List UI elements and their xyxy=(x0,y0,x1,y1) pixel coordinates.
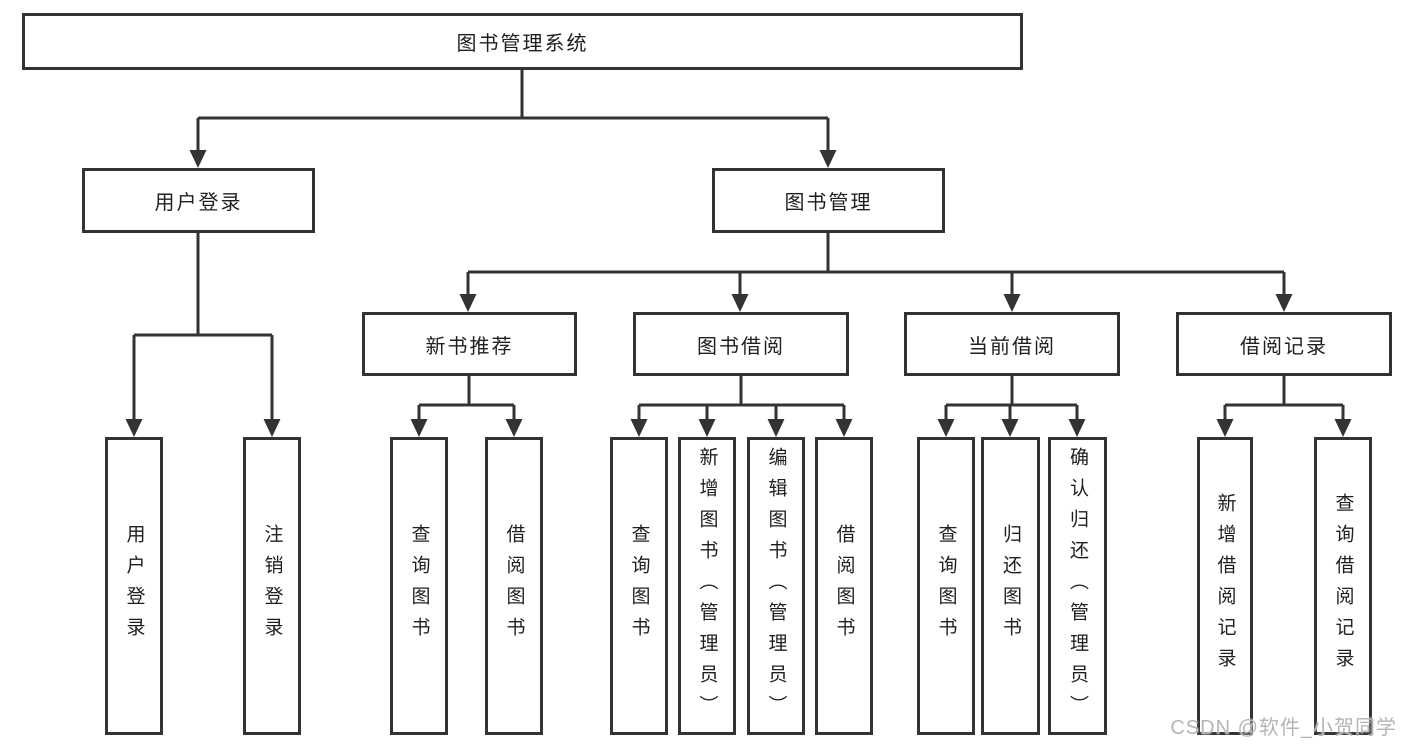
node-user-login: 用户登录 xyxy=(82,168,315,233)
csdn-watermark: CSDN @软件_小贺同学 xyxy=(1170,717,1397,739)
leaf-add-borrow-record: 新增借阅记录 xyxy=(1197,437,1253,735)
node-book-borrowing: 图书借阅 xyxy=(633,312,849,376)
node-new-book-recommendation: 新书推荐 xyxy=(362,312,577,376)
leaf-user-login: 用户登录 xyxy=(105,437,163,735)
node-library-management-system: 图书管理系统 xyxy=(22,13,1023,70)
leaf-confirm-return-admin: 确认归还（管理员） xyxy=(1048,437,1107,735)
leaf-query-borrow-record: 查询借阅记录 xyxy=(1314,437,1372,735)
leaf-logout: 注销登录 xyxy=(243,437,301,735)
leaf-edit-books-admin: 编辑图书（管理员） xyxy=(747,437,805,735)
leaf-query-books-current: 查询图书 xyxy=(917,437,975,735)
leaf-query-books-recommend: 查询图书 xyxy=(390,437,448,735)
node-borrowing-records: 借阅记录 xyxy=(1176,312,1392,376)
leaf-query-books-borrowing: 查询图书 xyxy=(610,437,668,735)
leaf-return-books: 归还图书 xyxy=(981,437,1040,735)
leaf-add-books-admin: 新增图书（管理员） xyxy=(678,437,736,735)
leaf-borrow-books-recommend: 借阅图书 xyxy=(485,437,543,735)
node-current-borrowing: 当前借阅 xyxy=(904,312,1120,376)
leaf-borrow-books-borrowing: 借阅图书 xyxy=(815,437,873,735)
node-book-management: 图书管理 xyxy=(712,168,945,233)
